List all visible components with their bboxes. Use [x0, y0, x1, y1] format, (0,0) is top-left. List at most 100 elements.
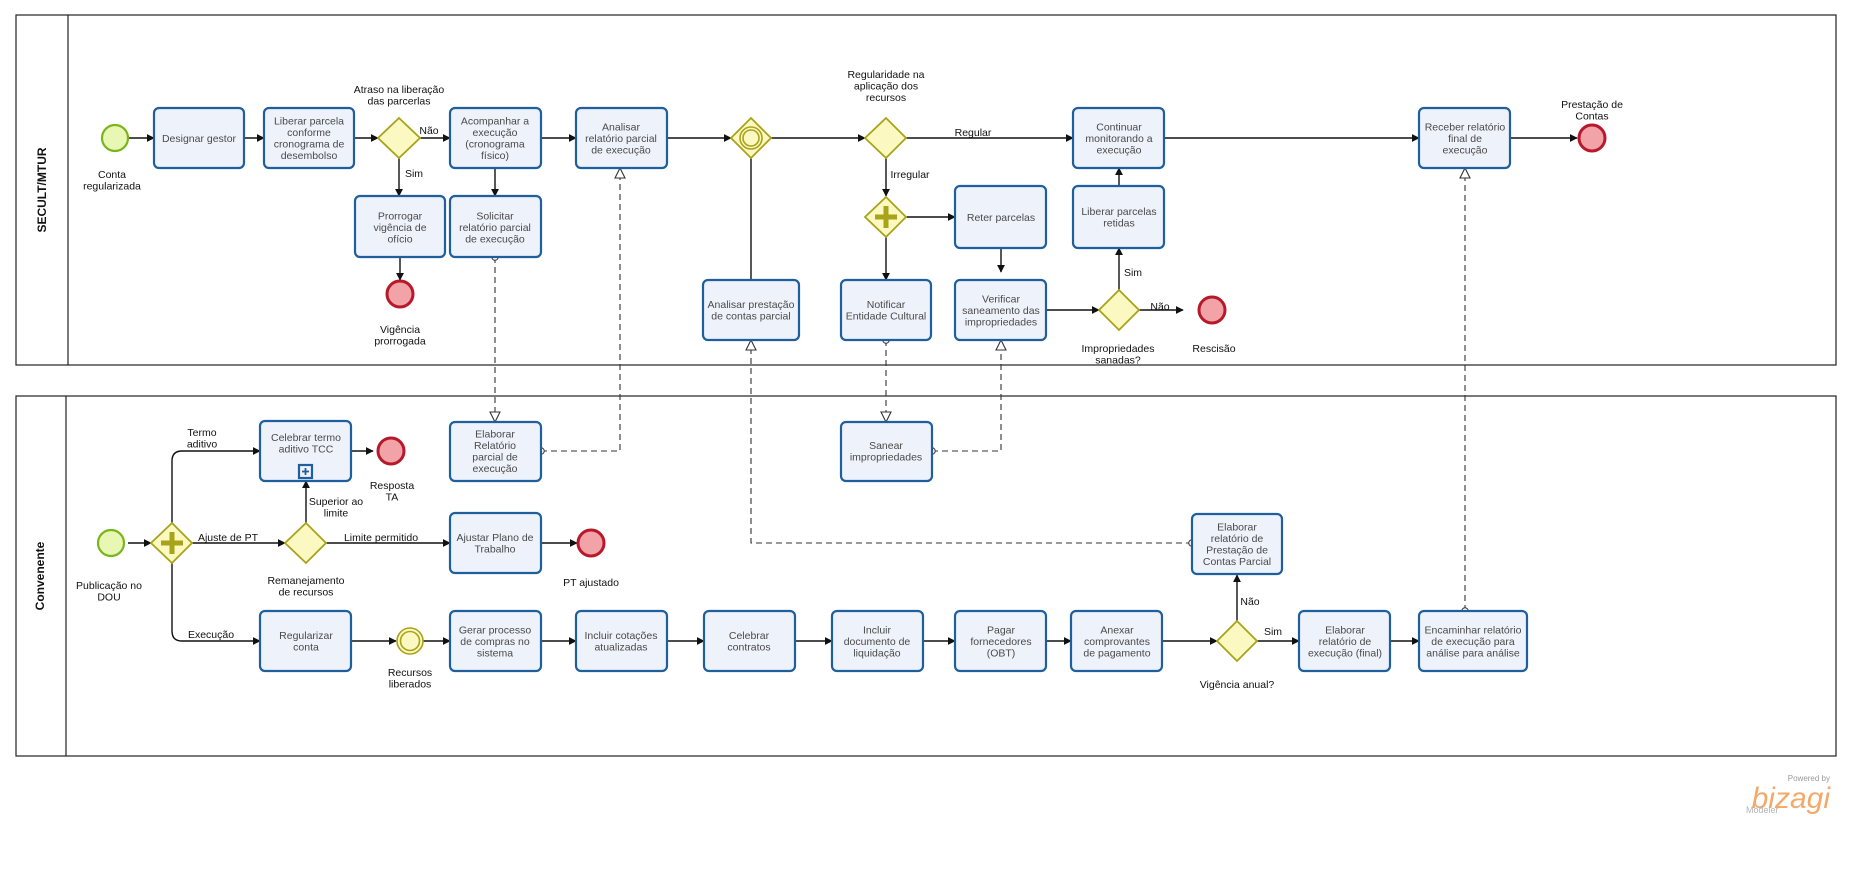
intermediate-event-recursos-liberados[interactable] — [396, 627, 424, 655]
gateway-parallel-start[interactable] — [149, 521, 194, 565]
label-line: Trabalho — [474, 544, 515, 556]
label-line: Reter parcelas — [967, 212, 1035, 224]
label-line: Remanejamento — [267, 575, 344, 587]
gateway-event-based[interactable] — [729, 116, 773, 160]
label-line: impropriedades — [965, 316, 1037, 328]
flow-label: Sim — [1124, 267, 1142, 279]
task-designar-gestor[interactable]: Designar gestor — [152, 106, 246, 170]
label-line: Execução — [188, 629, 234, 641]
label-line: prorrogada — [374, 336, 426, 348]
task-reter-parcelas[interactable]: Reter parcelas — [953, 184, 1048, 250]
label-line: execução — [1097, 144, 1142, 156]
label-line: Liberar parcelas — [1081, 206, 1156, 218]
label-line: relatório de — [1319, 636, 1372, 648]
end-event-pt-ajustado[interactable] — [576, 528, 606, 558]
label-line: Superior ao — [309, 496, 363, 508]
label-line: Celebrar — [729, 630, 770, 642]
label-line: Receber relatório — [1425, 121, 1506, 133]
label-line: Celebrar termo — [271, 432, 341, 444]
label-line: (cronograma — [465, 139, 525, 151]
label-line: de pagamento — [1083, 647, 1150, 659]
end-event-prestacao-contas[interactable] — [1577, 123, 1607, 153]
label-line: conta — [293, 642, 319, 654]
flow-label: Regular — [955, 127, 992, 139]
label-line: saneamento das — [962, 305, 1040, 317]
plus-icon — [875, 206, 897, 228]
label-line: DOU — [97, 592, 120, 604]
label-line: Não — [1240, 596, 1259, 608]
label-line: Acompanhar a — [461, 116, 529, 128]
label-line: de compras no — [460, 636, 530, 648]
gateway-remanejamento[interactable] — [283, 521, 328, 565]
pool-name: Convenente — [33, 541, 47, 610]
label-line: Sim — [1264, 626, 1282, 638]
start-event-conta-regularizada[interactable] — [100, 123, 130, 153]
end-event-rescisao[interactable] — [1197, 295, 1227, 325]
label-line: liquidação — [853, 647, 900, 659]
label-line: Contas Parcial — [1203, 556, 1271, 568]
label-line: Elaborar — [475, 429, 515, 441]
label-line: aditivo TCC — [279, 444, 334, 456]
label-line: das parcerlas — [367, 96, 430, 108]
end-event-vigencia-prorrogada[interactable] — [385, 279, 415, 309]
label-line: retidas — [1103, 218, 1135, 230]
label-line: desembolso — [281, 150, 338, 162]
gateway-impropriedades-sanadas[interactable] — [1097, 288, 1141, 332]
label-line: Regularizar — [279, 630, 333, 642]
label-line: Vigência — [380, 324, 420, 336]
gateway-parallel-irregular[interactable] — [863, 195, 908, 239]
label-line: aditivo — [187, 439, 218, 451]
label-line: Atraso na liberação — [354, 84, 445, 96]
label-line: final de — [1448, 133, 1482, 145]
label-line: execução — [473, 127, 518, 139]
gateway-atraso-liberacao[interactable] — [376, 116, 422, 160]
label-line: aplicação dos — [854, 81, 918, 93]
label-line: Regularidade na — [847, 69, 924, 81]
label-line: Regular — [955, 127, 992, 139]
flow-label: Não — [1150, 301, 1169, 313]
gateway-label: Vigência anual? — [1200, 679, 1275, 691]
end-event-resposta-ta[interactable] — [376, 436, 406, 466]
gateway-regularidade[interactable] — [863, 116, 908, 160]
label-line: sanadas? — [1095, 355, 1141, 367]
label-line: atualizadas — [594, 642, 647, 654]
start-event-publicacao-dou[interactable] — [96, 528, 126, 558]
gateway-vigencia-anual[interactable] — [1215, 619, 1259, 663]
